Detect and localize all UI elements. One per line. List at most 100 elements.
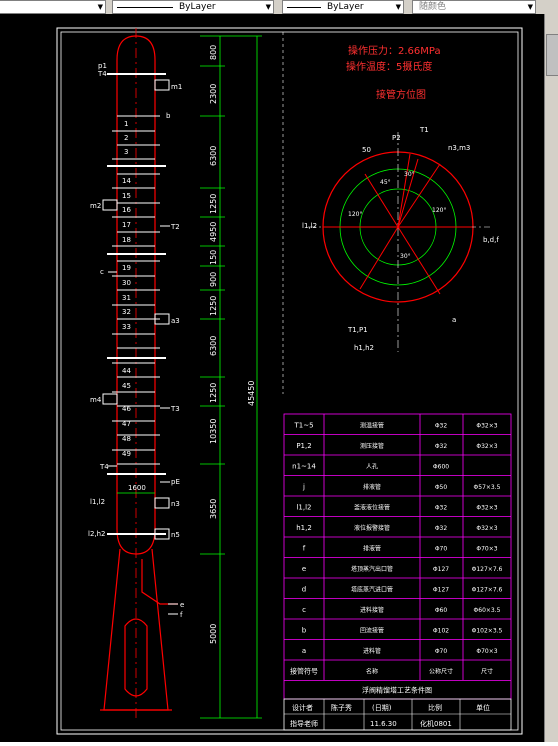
table-cell-code: e (302, 565, 306, 573)
orientation-label: T1,P1 (347, 326, 368, 334)
dimension-labels: 800 2300 6300 1250 4950 150 900 1250 630… (209, 45, 256, 644)
bottom-head (116, 528, 156, 555)
table-cell-code: a (302, 647, 306, 655)
column-shell (100, 35, 178, 711)
table-cell-dn: Φ32 (435, 525, 448, 532)
angle-label: 120° (348, 211, 362, 218)
dimension-chain (200, 35, 262, 719)
tray-label: 16 (122, 206, 131, 214)
table-cell-dn: Φ60 (435, 607, 448, 614)
nozzle-label: T2 (170, 223, 180, 231)
date-value: 11.6.30 (370, 720, 397, 728)
plotstyle-value: 随颜色 (419, 2, 447, 12)
orientation-label: h1,h2 (354, 344, 374, 352)
plotstyle-dropdown[interactable]: 随颜色 ▼ (412, 0, 536, 14)
table-cell-size: Φ127×7.6 (472, 587, 503, 594)
line-preview (287, 7, 321, 8)
nozzle-label: T3 (170, 405, 180, 413)
table-cell-size: Φ32×3 (476, 443, 497, 450)
dimension-label: 1600 (128, 484, 146, 492)
total-height-label: 45450 (247, 381, 256, 406)
class-label: 化机0801 (420, 719, 452, 728)
temperature-note: 操作温度：5摄氏度 (346, 60, 432, 73)
scale-label: 比例 (428, 703, 442, 712)
table-cell-name: 进料接管 (360, 606, 384, 614)
scrollbar-thumb[interactable] (546, 34, 558, 76)
vertical-scrollbar[interactable] (544, 14, 558, 742)
table-cell-code: j (302, 483, 305, 491)
chevron-down-icon: ▼ (265, 3, 271, 11)
nozzle-label: T4 (99, 463, 109, 471)
table-cell-size: Φ102×3.5 (472, 628, 503, 635)
table-cell-code: l1,l2 (296, 504, 311, 512)
dimension-label: 6300 (209, 146, 218, 166)
table-cell-dn: Φ70 (435, 648, 448, 655)
table-cell-size: Φ127×7.6 (472, 566, 503, 573)
table-cell-code: b (302, 627, 307, 635)
base-width-dimension: 1600 (117, 484, 155, 494)
table-cell-code: h1,2 (296, 524, 312, 532)
tray-label: 1 (124, 120, 128, 128)
dimension-label: 3650 (209, 499, 218, 519)
tray-label: 19 (122, 264, 131, 272)
skirt-manhole (124, 618, 148, 697)
angle-label: 120° (432, 207, 446, 214)
table-cell-name: 回流接管 (360, 627, 384, 635)
drawing-border (56, 27, 523, 735)
tray-label: 32 (122, 308, 131, 316)
dimension-label: 1250 (209, 194, 218, 214)
nozzle-label: f (180, 611, 183, 619)
table-cell-dn: Φ127 (433, 587, 449, 594)
table-cell-dn: Φ32 (435, 443, 448, 450)
tray-label: 15 (122, 192, 131, 200)
tray-label: 3 (124, 148, 128, 156)
unit-label: 单位 (476, 703, 490, 712)
tray-label: 14 (122, 177, 131, 185)
tray-label: 48 (122, 435, 131, 443)
table-cell-dn: 公称尺寸 (429, 668, 453, 676)
nozzle-label: m2 (90, 202, 101, 210)
orientation-title: 接管方位图 (376, 88, 426, 101)
drawing-canvas[interactable]: 1 2 3 14 15 16 17 18 19 30 31 32 33 44 4… (0, 14, 544, 742)
tray-label: 31 (122, 294, 131, 302)
orientation-label: b,d,f (483, 236, 499, 244)
tray-label: 33 (122, 323, 131, 331)
tray-label: 45 (122, 382, 131, 390)
nozzle-label: pE (171, 478, 180, 486)
table-cell-name: 釜液液位接管 (354, 504, 390, 512)
table-cell-code: n1~14 (292, 463, 316, 471)
table-cell-name: 测温接管 (360, 422, 384, 430)
orientation-label: a (452, 316, 456, 324)
angle-label: 45° (380, 179, 391, 186)
orientation-diagram (308, 132, 490, 352)
dimension-label: 1250 (209, 383, 218, 403)
table-cell-size: Φ57×3.5 (474, 484, 501, 491)
lineweight-dropdown[interactable]: ByLayer ▼ (282, 0, 404, 14)
author-name: 陈子秀 (331, 703, 352, 712)
linetype-dropdown[interactable]: ByLayer ▼ (112, 0, 274, 14)
dimension-label: 150 (209, 250, 218, 265)
tray-label: 47 (122, 420, 131, 428)
dimension-label: 4950 (209, 222, 218, 242)
dimension-label: 10350 (209, 419, 218, 444)
reviewer-label: 指导老师 (290, 719, 318, 728)
dimension-label: 1250 (209, 296, 218, 316)
trays (112, 115, 160, 465)
table-cell-size: Φ32×3 (476, 423, 497, 430)
layer-dropdown[interactable]: ▼ (0, 0, 106, 14)
tray-label: 49 (122, 450, 131, 458)
table-cell-code: T1~5 (293, 422, 313, 430)
table-cell-name: 测压接管 (360, 442, 384, 450)
table-cell-name: 排液管 (363, 483, 381, 491)
table-cell-dn: Φ102 (433, 628, 449, 635)
nozzle-label: m1 (171, 83, 182, 91)
table-cell-size: Φ70×3 (476, 546, 497, 553)
table-cell-code: c (302, 606, 306, 614)
table-cell-name: 排液管 (363, 545, 381, 553)
nozzle-label: l2,h2 (88, 530, 106, 538)
table-cell-dn: Φ127 (433, 566, 449, 573)
line-preview (117, 7, 173, 8)
angle-label: 30° (400, 253, 411, 260)
pressure-note: 操作压力：2.66MPa (348, 44, 441, 57)
